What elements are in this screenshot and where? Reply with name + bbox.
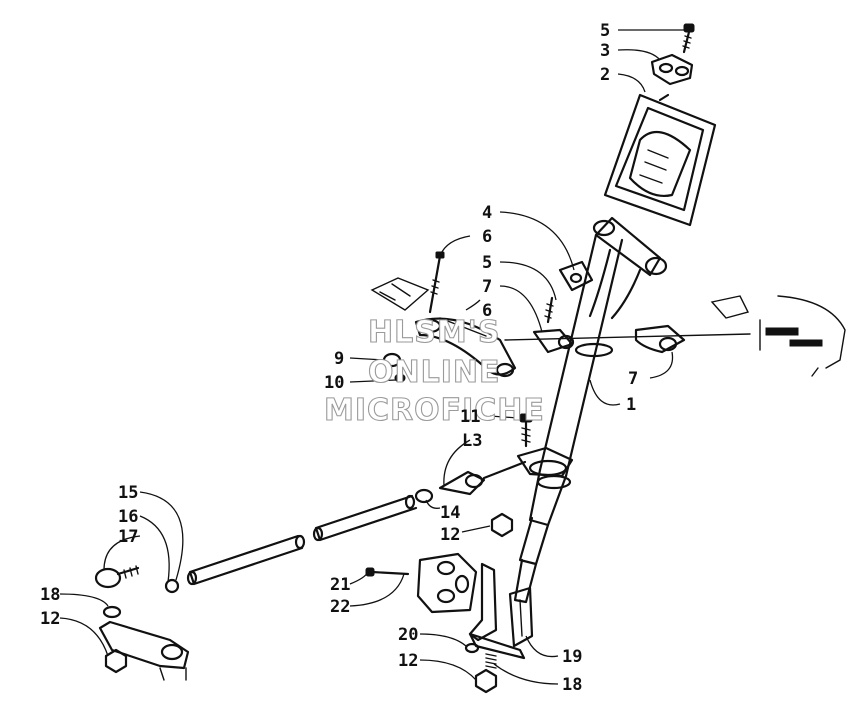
callout-label: 1 (626, 395, 636, 415)
watermark-line-2: ONLINE (368, 355, 501, 390)
callout-label: 16 (118, 507, 138, 527)
watermark: HLSM'S ONLINE MICROFICHE (323, 314, 545, 428)
nut-12-bottom (474, 668, 498, 694)
callout-label: 22 (330, 597, 350, 617)
callout-label: 14 (440, 503, 460, 523)
top-clamp (650, 53, 694, 86)
mid-bracket (558, 260, 594, 292)
jam-nut-16 (164, 578, 180, 594)
bolt-11 (519, 413, 533, 448)
callout-label: 10 (324, 373, 344, 393)
steering-arm-upper (414, 317, 517, 378)
steering-post (513, 216, 668, 604)
washer-10 (394, 373, 406, 383)
callout-label: 21 (330, 575, 350, 595)
nut-12-left (104, 648, 128, 674)
callout-label: 20 (398, 625, 418, 645)
callout-label: 11 (460, 407, 480, 427)
lower-bearing-block (416, 552, 478, 614)
callout-label: 3 (600, 41, 610, 61)
callout-label: 4 (482, 203, 492, 223)
watermark-line-3: MICROFICHE (324, 393, 545, 428)
bracket-bushing (532, 328, 575, 354)
tie-rod-end-13 (438, 460, 527, 496)
handlebar-pad (603, 93, 717, 227)
callout-label: 12 (40, 609, 60, 629)
steering-bracket-19 (468, 562, 534, 660)
arm-bolt (428, 251, 445, 314)
callout-label: 6 (482, 227, 492, 247)
bolt-21 (365, 567, 410, 577)
callout-label: 17 (118, 527, 138, 547)
washer-20 (464, 642, 480, 654)
callout-label: 5 (482, 253, 492, 273)
callout-label: 18 (562, 675, 582, 695)
callout-label: 5 (600, 21, 610, 41)
callout-label: 7 (482, 277, 492, 297)
tie-rod-end-17 (94, 565, 140, 589)
callout-label: 12 (440, 525, 460, 545)
callout-label: L3 (462, 431, 482, 451)
hood-bracket-right (710, 295, 846, 377)
callout-label: 15 (118, 483, 138, 503)
callout-label: 18 (40, 585, 60, 605)
tie-line-right (504, 324, 751, 354)
callout-numbers: 5 3 2 4 6 5 7 6 9 10 7 1 11 L3 15 16 17 … (40, 21, 638, 695)
callout-label: 2 (600, 65, 610, 85)
hood-bracket-left (370, 277, 430, 311)
bracket-bolt (544, 296, 554, 324)
callout-label: 9 (334, 349, 344, 369)
callout-label: 19 (562, 647, 582, 667)
lower-clamp (516, 446, 574, 478)
tie-rod-tube (186, 494, 418, 586)
nut-12-mid (490, 512, 514, 538)
callout-label: 12 (398, 651, 418, 671)
washer-18-left (102, 605, 122, 619)
callout-label: 7 (628, 369, 638, 389)
callout-label: 6 (482, 301, 492, 321)
watermark-line-1: HLSM'S (368, 315, 500, 350)
jam-nut-14 (414, 488, 434, 504)
leader-lines (59, 29, 686, 685)
spring-18-bottom (485, 653, 497, 669)
spring (765, 327, 823, 347)
top-bolt (682, 23, 695, 54)
